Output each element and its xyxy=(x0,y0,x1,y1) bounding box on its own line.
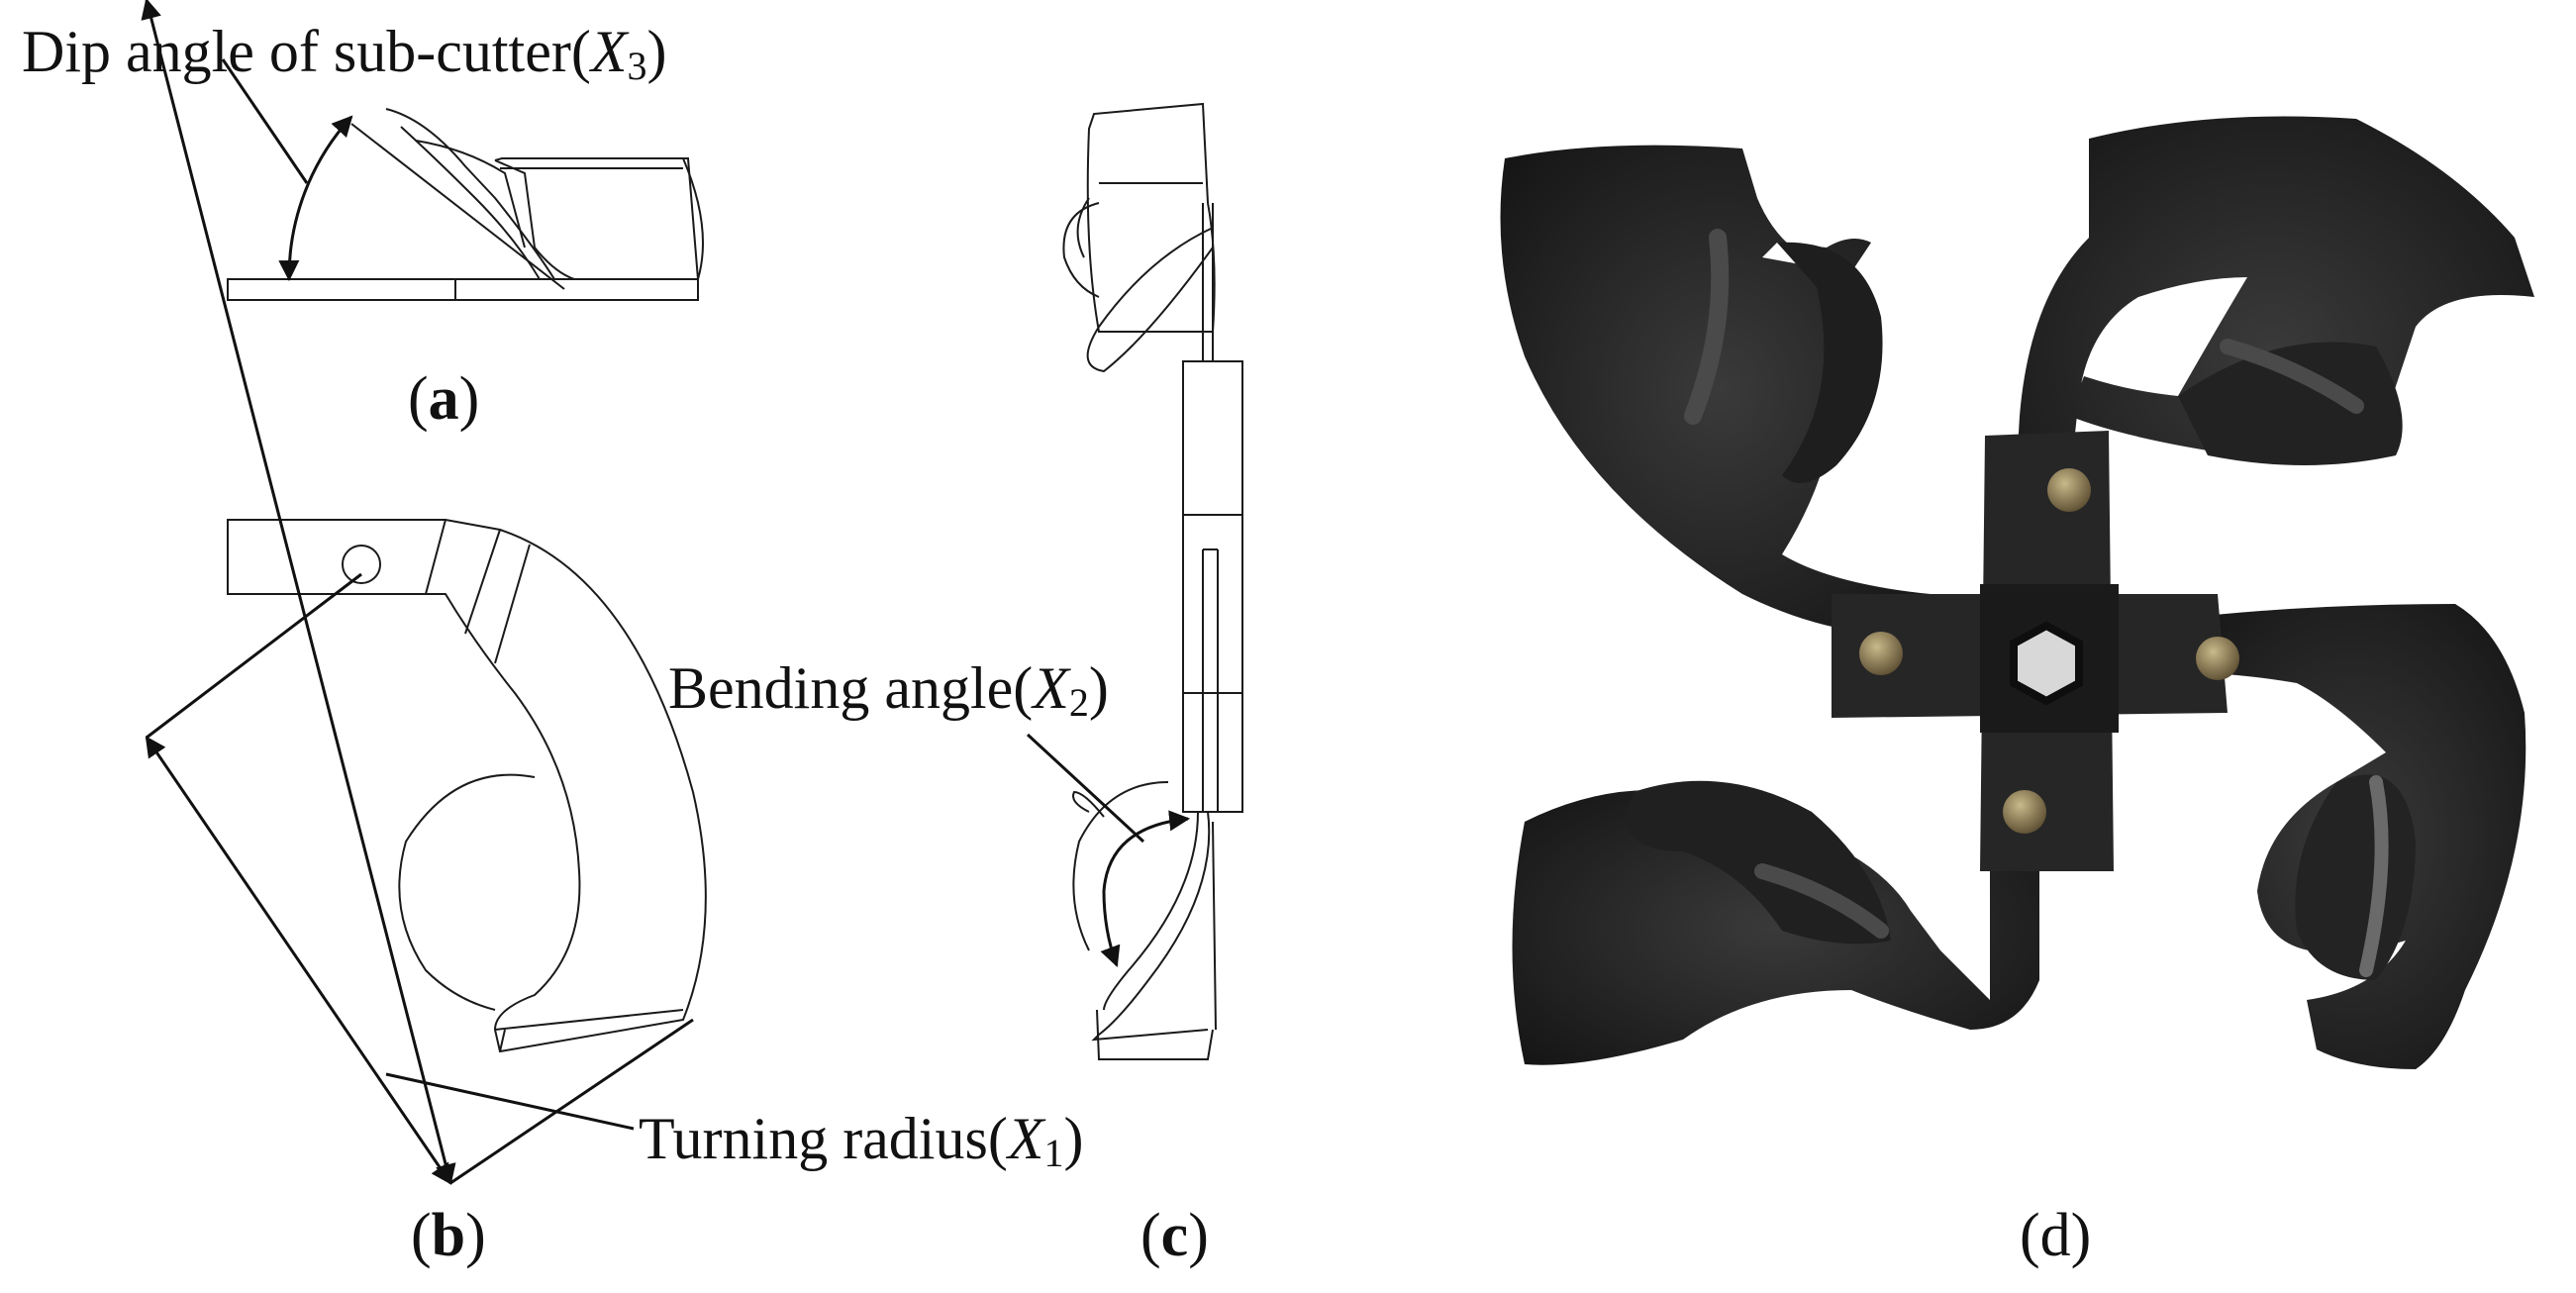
panel-d-photo xyxy=(1500,116,2534,1069)
turning-radius-arrow xyxy=(145,736,452,1185)
turning-radius-label: Turning radius(X1) xyxy=(639,1106,1083,1175)
bolt xyxy=(2003,790,2046,834)
panel-b-label: (b) xyxy=(411,1202,486,1269)
panel-d-label: (d) xyxy=(2020,1202,2091,1269)
bolt xyxy=(1859,632,1903,675)
panel-c-label: (c) xyxy=(1140,1202,1209,1269)
bending-angle-label: Bending angle(X2) xyxy=(668,655,1109,725)
panel-b-drawing xyxy=(141,0,707,1186)
bolt xyxy=(2047,468,2091,512)
hex-shaft-hole xyxy=(2010,621,2083,706)
sub-cutter-edge xyxy=(350,123,565,290)
base-plate xyxy=(227,278,699,301)
turning-radius-leader xyxy=(385,1072,635,1131)
panel-c-drawing xyxy=(1026,102,1243,1060)
blade-outline xyxy=(227,519,707,1053)
panel-a-drawing xyxy=(221,58,704,301)
bending-angle-arc xyxy=(1100,810,1191,967)
panel-a-label: (a) xyxy=(408,365,479,433)
dip-angle-label: Dip angle of sub-cutter(X3) xyxy=(22,19,666,88)
bolt xyxy=(2196,637,2239,680)
mounting-hole xyxy=(342,545,381,584)
bending-angle-leader xyxy=(1026,733,1145,844)
turning-radius-dim xyxy=(141,0,456,1186)
dip-angle-arc xyxy=(278,115,353,282)
